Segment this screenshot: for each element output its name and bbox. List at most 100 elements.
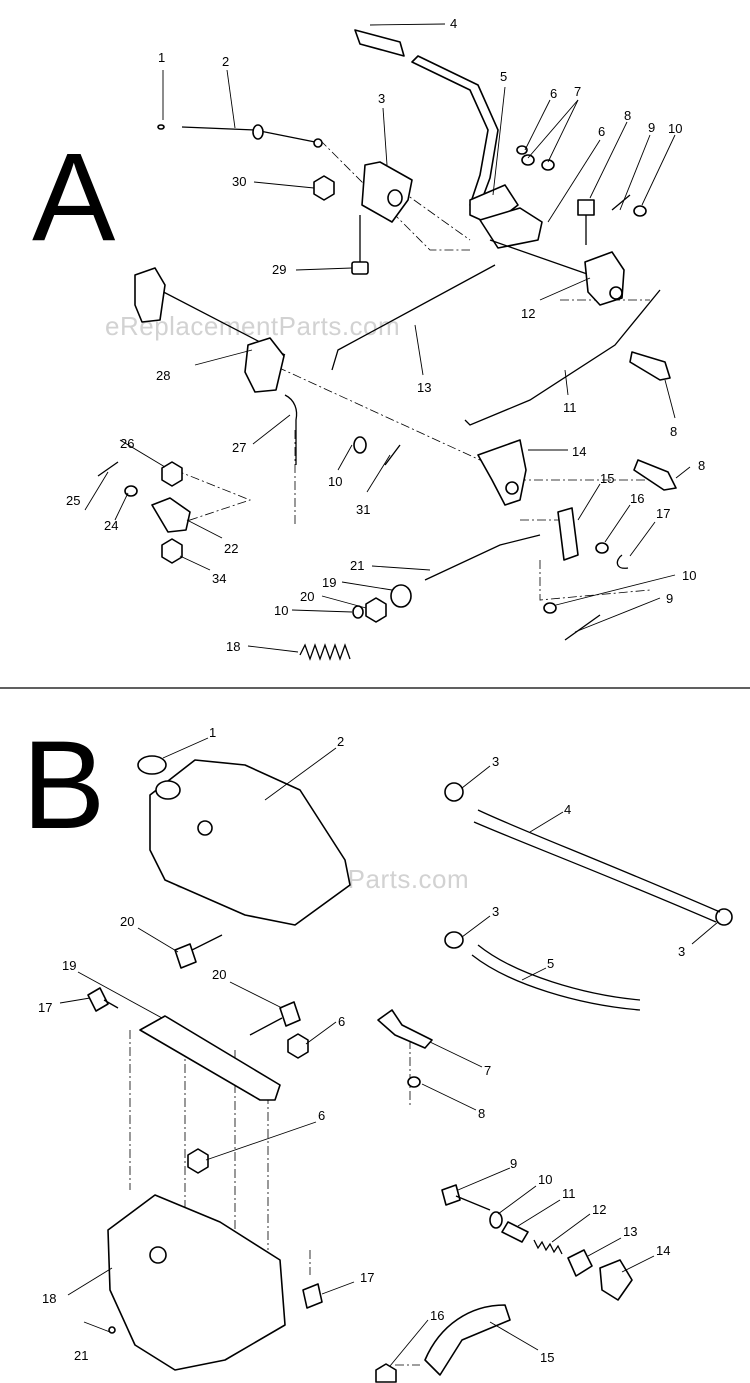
callout-b-21: 21 [74,1348,88,1363]
part-b10-washer [489,1211,503,1229]
callout-a-22: 22 [224,541,238,556]
part-b15-quadrant [424,1304,511,1376]
callout-a-10b: 10 [328,474,342,489]
part-a10-washer-2 [353,436,367,454]
callout-a-8c: 8 [698,458,705,473]
part-a34-nut [161,538,183,564]
callout-b-7: 7 [484,1063,491,1078]
callout-b-9: 9 [510,1156,517,1171]
part-b12-spring [533,1239,563,1255]
callout-b-14: 14 [656,1243,670,1258]
callout-b-8: 8 [478,1106,485,1121]
callout-b-6b: 6 [318,1108,325,1123]
callout-a-20: 20 [300,589,314,604]
section-a-letter: A [32,128,116,267]
callout-a-18: 18 [226,639,240,654]
callout-a-9b: 9 [666,591,673,606]
part-b14-knob [599,1259,633,1301]
callout-b-5: 5 [547,956,554,971]
callout-b-17b: 17 [360,1270,374,1285]
callout-a-2: 2 [222,54,229,69]
callout-a-6: 6 [550,86,557,101]
part-b13-block [567,1249,593,1277]
part-a15-link [557,507,579,561]
part-b8-washer [407,1076,421,1088]
part-b4-hose [477,809,721,913]
callout-b-17: 17 [38,1000,52,1015]
callout-a-25: 25 [66,493,80,508]
part-b19-strap [139,1015,281,1101]
callout-a-5: 5 [500,69,507,84]
callout-a-29: 29 [272,262,286,277]
callout-a-7: 7 [574,84,581,99]
part-a10-washer-4 [543,602,557,614]
callout-a-17: 17 [656,506,670,521]
callout-a-34: 34 [212,571,226,586]
part-b9-bolt [441,1184,461,1206]
part-a13-rod [331,264,496,371]
part-a10-washer [633,205,647,217]
callout-b-15: 15 [540,1350,554,1365]
callout-a-28: 28 [156,368,170,383]
part-b16-nut [375,1363,397,1383]
callout-a-26: 26 [120,436,134,451]
leader-lines-b [59,737,719,1367]
part-a4-lever [411,55,499,211]
part-a26-nut [161,461,183,487]
callout-b-16: 16 [430,1308,444,1323]
callout-b-13: 13 [623,1224,637,1239]
callout-b-19: 19 [62,958,76,973]
part-a22-ferrule [151,497,191,533]
callouts-b: 1 2 3 4 20 3 5 3 19 20 17 6 7 8 6 9 10 1… [38,725,685,1365]
part-b11-spacer [501,1221,529,1243]
part-b2-tank [149,759,351,926]
section-b-letter: B [22,716,105,855]
callout-a-10: 10 [668,121,682,136]
callout-a-24: 24 [104,518,118,533]
part-a11-rod [464,289,661,426]
part-a6-pin [516,145,528,155]
callout-b-3: 3 [492,754,499,769]
part-b21-pin [108,1326,116,1334]
part-a18-spring [299,643,351,661]
part-b1-cap [137,755,167,775]
callout-a-4: 4 [450,16,457,31]
part-b3-clamp-3 [715,908,733,926]
callout-a-30: 30 [232,174,246,189]
part-a31-pin [384,444,401,466]
part-a1-pin [157,124,165,130]
callout-a-27: 27 [232,440,246,455]
part-a2-rod [181,126,316,143]
callout-a-16: 16 [630,491,644,506]
part-b20-bolt-2 [279,1001,301,1027]
callout-b-20: 20 [120,914,134,929]
part-a8-bolt [577,199,595,216]
part-a9-pin [611,194,631,211]
callout-a-9: 9 [648,120,655,135]
callout-a-12: 12 [521,306,535,321]
part-b3-clamp-2 [444,931,464,949]
part-a17-clip [616,554,629,569]
part-a14-bracket [477,439,527,506]
part-a19-spacer [390,584,412,608]
callout-b-6: 6 [338,1014,345,1029]
callout-a-8b: 8 [670,424,677,439]
callout-b-1: 1 [209,725,216,740]
callout-a-8: 8 [624,108,631,123]
part-b7-clip [377,1009,433,1049]
section-b: B eReplacementParts.com [22,716,733,1383]
callout-a-21: 21 [350,558,364,573]
callout-a-1: 1 [158,50,165,65]
callout-b-3c: 3 [678,944,685,959]
callout-a-3: 3 [378,91,385,106]
part-b20-bolt [174,943,197,969]
part-a21-rod [424,534,541,581]
part-a7-washer [521,154,535,166]
callout-a-31: 31 [356,502,370,517]
part-a30-nut [313,175,335,201]
part-b5-hose [471,954,641,1011]
part-b3-clamp [444,782,464,802]
callout-b-20b: 20 [212,967,226,982]
callout-a-6b: 6 [598,124,605,139]
